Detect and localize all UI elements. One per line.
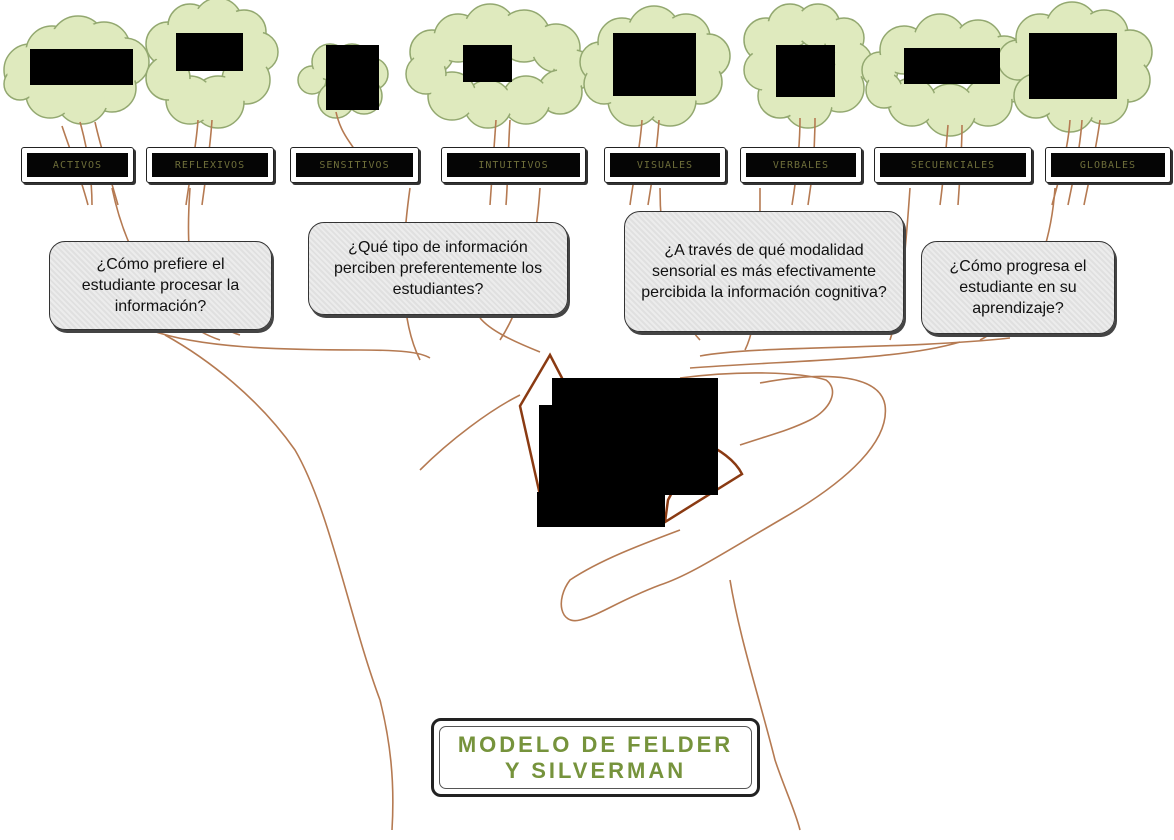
cloud-puff-fill xyxy=(467,7,513,53)
title-line-2: Y SILVERMAN xyxy=(504,757,687,783)
pole-label-verbales: VERBALES xyxy=(740,147,862,183)
crown-label-redacted xyxy=(326,45,379,110)
crown-label-redacted xyxy=(904,48,1000,84)
question-entrada: ¿A través de qué modalidad sensorial es … xyxy=(624,211,904,332)
cloud-puff-fill xyxy=(747,53,781,87)
cloud-puff-fill xyxy=(891,81,933,123)
pole-label-text: SENSITIVOS xyxy=(319,159,390,171)
pole-label-secuenciales: SECUENCIALES xyxy=(874,147,1032,183)
crown-label-redacted xyxy=(776,45,835,97)
pole-label-text: VERBALES xyxy=(772,159,830,171)
center-redacted-top xyxy=(552,378,718,408)
tree-branches xyxy=(61,111,1101,831)
cloud-puff-fill xyxy=(869,75,899,105)
pole-label-text: GLOBALES xyxy=(1079,159,1137,171)
question-procesamiento: ¿Cómo prefiere el estudiante procesar la… xyxy=(49,241,272,330)
question-comprension: ¿Cómo progresa el estudiante en su apren… xyxy=(921,241,1115,334)
cloud-puff-fill xyxy=(301,69,323,91)
title-line-1: MODELO DE FELDER xyxy=(457,731,734,757)
pole-label-text: ACTIVOS xyxy=(52,159,103,171)
pole-label-activos: ACTIVOS xyxy=(21,147,134,183)
pole-label-sensitivos: SENSITIVOS xyxy=(290,147,419,183)
center-redacted-bottom xyxy=(537,492,665,527)
cloud-puff-fill xyxy=(409,57,443,91)
pole-label-intuitivos: INTUITIVOS xyxy=(441,147,586,183)
cloud-puff-fill xyxy=(927,87,973,133)
pole-label-text: VISUALES xyxy=(636,159,694,171)
question-percepcion: ¿Qué tipo de información perciben prefer… xyxy=(308,222,568,315)
cloud-puff-fill xyxy=(967,81,1009,123)
cloud-puff-fill xyxy=(7,71,33,97)
crown-label-redacted xyxy=(1029,33,1117,99)
cloud-puff-fill xyxy=(505,79,547,121)
model-title-box: MODELO DE FELDER Y SILVERMAN xyxy=(431,718,760,797)
center-redacted-middle xyxy=(539,405,718,495)
cloud-puff-fill xyxy=(467,83,509,125)
pole-label-globales: GLOBALES xyxy=(1045,147,1171,183)
pole-label-text: INTUITIVOS xyxy=(478,159,549,171)
pole-label-reflexivos: REFLEXIVOS xyxy=(146,147,274,183)
cloud-puff-fill xyxy=(541,73,579,111)
crown-label-redacted xyxy=(30,49,133,85)
cloud-puff-fill xyxy=(771,7,809,45)
cloud-puff-fill xyxy=(431,75,473,117)
cloud-crown xyxy=(579,5,731,127)
crown-label-redacted xyxy=(613,33,696,96)
crown-label-redacted xyxy=(463,45,512,82)
crown-label-redacted xyxy=(176,33,243,71)
cloud-puff-fill xyxy=(587,67,621,101)
cloud-puff-fill xyxy=(1111,33,1149,71)
cloud-puff-fill xyxy=(59,75,105,121)
pole-label-text: REFLEXIVOS xyxy=(174,159,246,171)
pole-label-visuales: VISUALES xyxy=(604,147,726,183)
pole-label-text: SECUENCIALES xyxy=(910,159,996,171)
